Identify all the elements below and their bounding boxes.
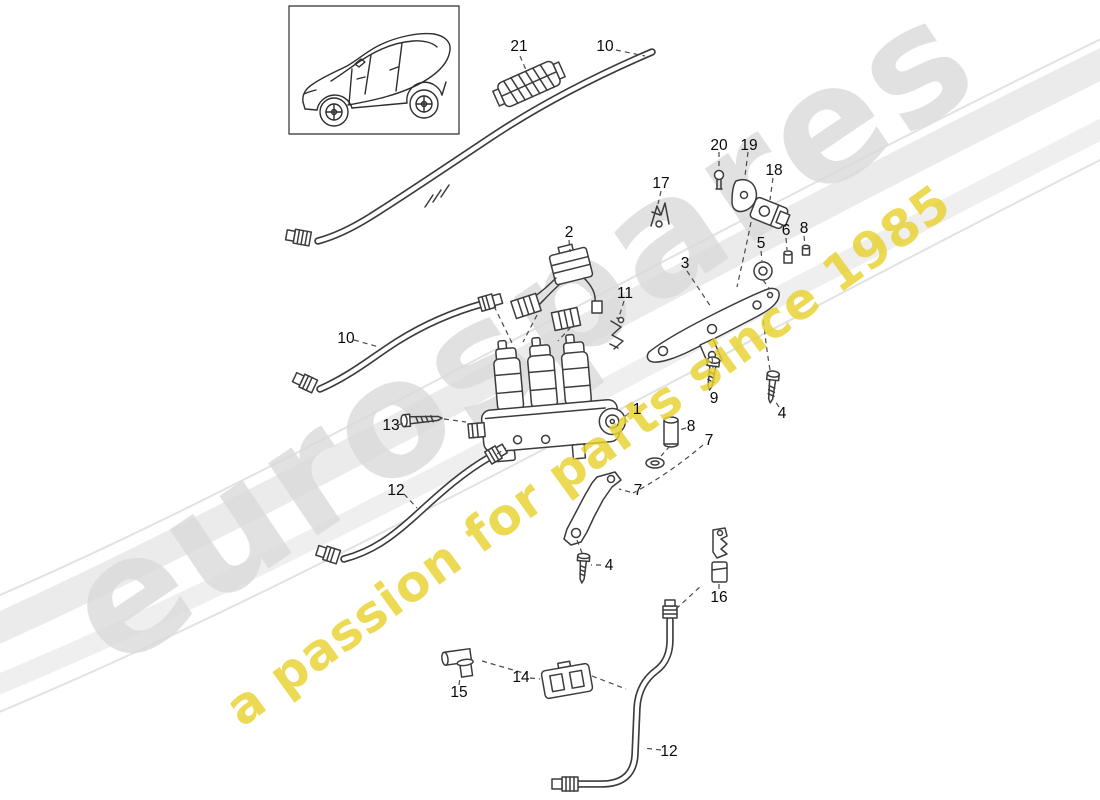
callout-15: 15: [450, 684, 468, 701]
part-12-hose-bottom: [551, 599, 678, 792]
callout-7-upper: 7: [704, 432, 714, 449]
part-4-screw-right: [765, 370, 780, 404]
callout-11: 11: [616, 285, 634, 302]
part-18-clamp: [749, 196, 791, 230]
callout-21: 21: [510, 38, 528, 55]
part-10-hose-left: [291, 292, 504, 394]
part-14-clamp: [540, 660, 594, 700]
part-15-fitting: [441, 647, 474, 678]
part-12-hose-left: [315, 443, 508, 565]
part-8-sleeve-middle: [663, 416, 679, 448]
car-inset: [288, 5, 460, 135]
car-side-view-illustration: [302, 32, 451, 127]
callout-12-left: 12: [387, 482, 405, 499]
part-17-clip: [650, 202, 670, 228]
callout-9: 9: [709, 390, 719, 407]
part-3-bracket: [646, 287, 780, 367]
part-16-clip: [711, 527, 728, 583]
part-2-relay-harness: [510, 243, 603, 332]
part-5-grommet: [753, 261, 773, 281]
callout-18: 18: [765, 162, 783, 179]
callout-12-bottom: 12: [660, 743, 678, 760]
callout-4-right: 4: [777, 405, 787, 422]
car-inset-frame: [288, 5, 460, 135]
callout-14: 14: [512, 669, 530, 686]
callout-16: 16: [710, 589, 728, 606]
callout-6: 6: [781, 222, 791, 239]
part-21-clamp: [492, 60, 566, 108]
callout-13: 13: [382, 417, 400, 434]
seal-ring: [645, 457, 665, 469]
part-1-valve-assembly: [467, 333, 627, 463]
callout-19: 19: [740, 137, 758, 154]
part-4-screw-bottom: [576, 552, 591, 584]
callout-17: 17: [652, 175, 670, 192]
callout-10-left: 10: [337, 330, 355, 347]
leader-lines: [353, 49, 806, 751]
brand-watermark: eurospares: [32, 0, 1008, 704]
callout-20: 20: [710, 137, 728, 154]
part-7-bracket: [563, 471, 622, 546]
callout-8-top: 8: [799, 220, 809, 237]
parts-linework: [284, 48, 811, 792]
callout-10-top: 10: [596, 38, 614, 55]
part-20-pin: [713, 169, 725, 190]
part-11-clip: [609, 316, 625, 350]
part-10-tube-top: [284, 48, 656, 247]
callout-2: 2: [564, 224, 574, 241]
part-8-bushing-top: [801, 244, 811, 256]
callout-1: 1: [632, 401, 642, 418]
part-9-screw: [706, 356, 721, 391]
callout-5: 5: [756, 235, 766, 252]
callout-3: 3: [680, 255, 690, 272]
part-6-bushing: [783, 250, 793, 264]
callout-7-lower: 7: [633, 482, 643, 499]
part-19-bracket: [731, 178, 758, 213]
callout-8-middle: 8: [686, 418, 696, 435]
callout-4-bottom: 4: [604, 557, 614, 574]
